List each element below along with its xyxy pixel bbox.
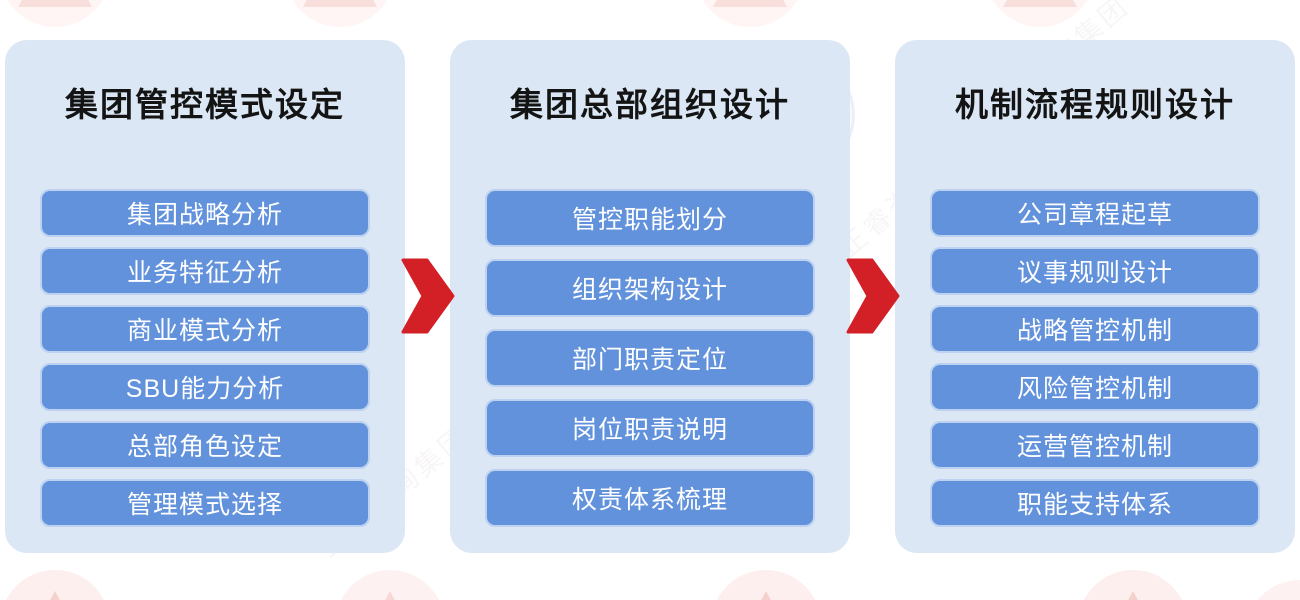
stage-items: 管控职能划分组织架构设计部门职责定位岗位职责说明权责体系梳理 [450, 189, 850, 527]
watermark-logo-icon [6, 570, 104, 600]
watermark-logo-icon [702, 0, 798, 27]
step-item: 议事规则设计 [930, 247, 1260, 295]
stage-panel-2: 集团总部组织设计 管控职能划分组织架构设计部门职责定位岗位职责说明权责体系梳理 [450, 40, 850, 553]
step-item: 公司章程起草 [930, 189, 1260, 237]
watermark-logo-icon [292, 0, 388, 27]
watermark-logo-icon [992, 0, 1088, 27]
step-item: 运营管控机制 [930, 421, 1260, 469]
step-item: 战略管控机制 [930, 305, 1260, 353]
step-item: 集团战略分析 [40, 189, 370, 237]
arrow-right-icon [846, 258, 899, 334]
stage-panel-3: 机制流程规则设计 公司章程起草议事规则设计战略管控机制风险管控机制运营管控机制职… [895, 40, 1295, 553]
stages-row: 集团管控模式设定 集团战略分析业务特征分析商业模式分析 SBU能力分析总部角色设定… [5, 40, 1295, 553]
stage-gap [846, 40, 899, 553]
stage-items: 集团战略分析业务特征分析商业模式分析 SBU能力分析总部角色设定管理模式选择 [5, 189, 405, 527]
step-item: 管控职能划分 [485, 189, 815, 247]
watermark-logo-icon [7, 0, 103, 27]
stage-title: 集团管控模式设定 [65, 86, 345, 123]
step-item: 组织架构设计 [485, 259, 815, 317]
watermark-logo-icon [717, 570, 815, 600]
stage-gap [401, 40, 454, 553]
stage-title: 集团总部组织设计 [510, 86, 790, 123]
step-item: 业务特征分析 [40, 247, 370, 295]
watermark-logo-icon [1084, 570, 1182, 600]
step-item: 管理模式选择 [40, 479, 370, 527]
step-item: 总部角色设定 [40, 421, 370, 469]
watermark-logo-icon [341, 570, 439, 600]
stage-title: 机制流程规则设计 [955, 86, 1235, 123]
step-item: SBU能力分析 [40, 363, 370, 411]
step-item: 岗位职责说明 [485, 399, 815, 457]
watermark-logo-icon [1257, 580, 1300, 600]
step-item: 商业模式分析 [40, 305, 370, 353]
step-item: 风险管控机制 [930, 363, 1260, 411]
arrow-right-icon [401, 258, 454, 334]
step-item: 职能支持体系 [930, 479, 1260, 527]
step-item: 权责体系梳理 [485, 469, 815, 527]
step-item: 部门职责定位 [485, 329, 815, 387]
stage-panel-1: 集团管控模式设定 集团战略分析业务特征分析商业模式分析 SBU能力分析总部角色设定… [5, 40, 405, 553]
stage-items: 公司章程起草议事规则设计战略管控机制风险管控机制运营管控机制职能支持体系 [895, 189, 1295, 527]
